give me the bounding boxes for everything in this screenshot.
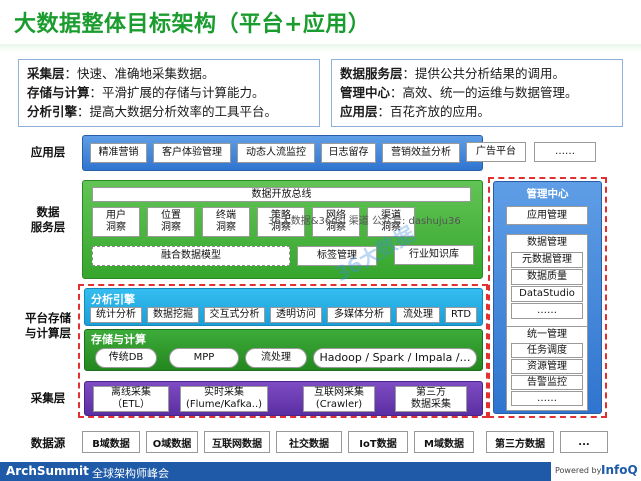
app-management: 应用管理 xyxy=(506,206,588,225)
management-center-title: 管理中心 xyxy=(526,188,569,200)
analysis-item: 多媒体分析 xyxy=(327,307,391,323)
platform-frame xyxy=(78,284,488,418)
label-storage-layer: 平台存储与计算层 xyxy=(25,311,71,340)
management-center-panel: 管理中心 应用管理 数据管理 元数据管理 数据质量 DataStudio …… … xyxy=(493,181,602,414)
app-item: 日志留存 xyxy=(321,143,376,163)
analysis-item: 流处理 xyxy=(396,307,440,323)
footer-bar: ArchSummit 全球架构师峰会 Powered by InfoQ xyxy=(0,462,641,481)
tag-management: 标签管理 xyxy=(297,246,377,266)
desc-line: 分析引擎：提高大数据分析效率的工具平台。 xyxy=(27,104,278,119)
footer-brand: ArchSummit xyxy=(6,464,89,478)
source-item: B域数据 xyxy=(82,431,140,453)
storage-item-hadoop: Hadoop / Spark / Impala /… xyxy=(313,348,477,368)
unified-management-title: 统一管理 xyxy=(507,327,587,342)
collect-item: 实时采集(Flume/Kafka..) xyxy=(180,386,268,412)
analysis-engine-panel: 分析引擎 统计分析 数据挖掘 交互式分析 透明访问 多媒体分析 流处理 RTD xyxy=(84,288,483,326)
data-mgmt-item: 元数据管理 xyxy=(511,252,583,268)
analysis-engine-title: 分析引擎 xyxy=(91,293,135,306)
label-collect-layer: 采集层 xyxy=(30,391,66,405)
storage-item-db: 传统DB xyxy=(95,348,157,368)
storage-compute-panel: 存储与计算 传统DB MPP 流处理 Hadoop / Spark / Impa… xyxy=(84,329,483,371)
description-left: 采集层：快速、准确地采集数据。 存储与计算：平滑扩展的存储与计算能力。 分析引擎… xyxy=(18,59,320,127)
storage-compute-title: 存储与计算 xyxy=(91,333,146,346)
data-mgmt-item: 数据质量 xyxy=(511,269,583,285)
source-item: M域数据 xyxy=(414,431,474,453)
data-mgmt-item: …… xyxy=(511,303,583,319)
source-item: ... xyxy=(560,431,608,453)
insight-item: 用户洞察 xyxy=(92,207,140,237)
app-item: 客户体验管理 xyxy=(153,143,231,163)
app-layer-panel: 精准营销 客户体验管理 动态人流监控 日志留存 营销效益分析 xyxy=(82,135,483,171)
source-item: 互联网数据 xyxy=(204,431,270,453)
app-item: 广告平台 xyxy=(466,142,526,162)
description-right: 数据服务层：提供公共分析结果的调用。 管理中心：高效、统一的运维与数据管理。 应… xyxy=(331,59,623,127)
footer-powered: Powered by xyxy=(555,466,602,475)
unified-mgmt-item: …… xyxy=(511,391,583,406)
analysis-item: 统计分析 xyxy=(90,307,142,323)
analysis-item: 透明访问 xyxy=(270,307,322,323)
analysis-item: 交互式分析 xyxy=(204,307,265,323)
source-item: 第三方数据 xyxy=(486,431,554,453)
analysis-item: RTD xyxy=(445,307,477,323)
app-item: …… xyxy=(534,142,596,162)
collect-item: 第三方数据采集 xyxy=(395,386,467,412)
desc-line: 存储与计算：平滑扩展的存储与计算能力。 xyxy=(27,85,265,100)
data-management-title: 数据管理 xyxy=(507,235,587,251)
storage-item-stream: 流处理 xyxy=(245,348,307,368)
industry-knowledge-base: 行业知识库 xyxy=(394,245,474,265)
collect-item: 离线采集（ETL） xyxy=(93,386,169,412)
source-item: O域数据 xyxy=(146,431,198,453)
service-layer-panel: 数据开放总线 用户洞察 位置洞察 终端洞察 策略洞察 网络洞察 渠道洞察 融合数… xyxy=(82,180,483,279)
insight-item: 策略洞察 xyxy=(257,207,305,237)
label-service-layer: 数据服务层 xyxy=(30,205,66,234)
watermark-text: 36大数据&36dsj 渠道 公众号: dashuju36 xyxy=(268,216,461,227)
source-item: 社交数据 xyxy=(276,431,342,453)
unified-management-group: 统一管理 任务调度 资源管理 告警监控 …… xyxy=(506,326,588,411)
insight-item: 位置洞察 xyxy=(147,207,195,237)
insight-item: 网络洞察 xyxy=(312,207,360,237)
label-app-layer: 应用层 xyxy=(30,145,66,159)
desc-line: 管理中心：高效、统一的运维与数据管理。 xyxy=(340,85,578,100)
app-item: 营销效益分析 xyxy=(382,143,460,163)
desc-line: 应用层：百花齐放的应用。 xyxy=(340,104,491,119)
desc-line: 采集层：快速、准确地采集数据。 xyxy=(27,66,215,81)
unified-mgmt-item: 告警监控 xyxy=(511,375,583,390)
footer-sponsor: Powered by InfoQ xyxy=(551,462,641,481)
open-data-bus: 数据开放总线 xyxy=(92,187,471,202)
collect-layer-panel: 离线采集（ETL） 实时采集(Flume/Kafka..) 互联网采集(Craw… xyxy=(84,381,483,416)
label-source-layer: 数据源 xyxy=(30,436,66,450)
footer-subtitle: 全球架构师峰会 xyxy=(92,467,169,480)
app-item: 动态人流监控 xyxy=(237,143,315,163)
unified-mgmt-item: 任务调度 xyxy=(511,343,583,358)
title-underline xyxy=(0,44,641,52)
source-item: IoT数据 xyxy=(348,431,408,453)
collect-item: 互联网采集(Crawler) xyxy=(303,386,375,412)
management-frame xyxy=(488,177,607,418)
insight-item: 终端洞察 xyxy=(202,207,250,237)
fusion-data-model: 融合数据模型 xyxy=(92,246,290,266)
page-title: 大数据整体目标架构（平台+应用） xyxy=(14,12,371,37)
storage-item-mpp: MPP xyxy=(169,348,239,368)
desc-line: 数据服务层：提供公共分析结果的调用。 xyxy=(340,66,566,81)
unified-mgmt-item: 资源管理 xyxy=(511,359,583,374)
infoq-logo: InfoQ xyxy=(601,463,638,477)
insight-item: 渠道洞察 xyxy=(367,207,415,237)
data-management-group: 数据管理 元数据管理 数据质量 DataStudio …… xyxy=(506,234,588,327)
data-mgmt-item: DataStudio xyxy=(511,286,583,302)
analysis-item: 数据挖掘 xyxy=(147,307,199,323)
app-item: 精准营销 xyxy=(90,143,147,163)
